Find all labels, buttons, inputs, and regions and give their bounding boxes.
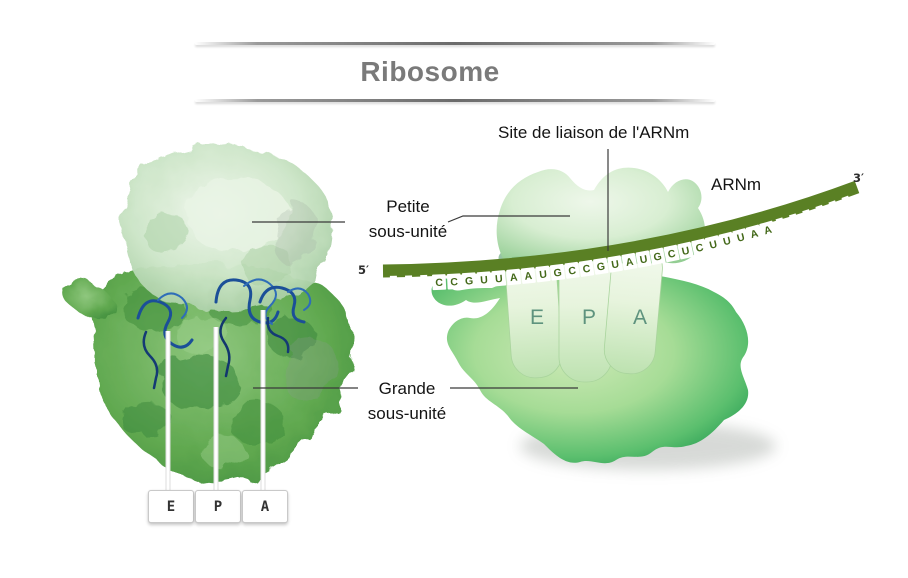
svg-text:C: C [667, 248, 677, 261]
svg-text:U: U [611, 258, 620, 271]
svg-text:A: A [625, 256, 635, 269]
svg-text:A: A [524, 270, 533, 283]
svg-text:U: U [681, 245, 691, 258]
connector-lines [252, 149, 609, 389]
cartoon-site-p-label: P [581, 306, 596, 329]
ribosome-cartoon [431, 167, 776, 470]
site-box-a: A [242, 490, 288, 523]
five-prime-label: 5′ [358, 263, 370, 277]
svg-text:C: C [695, 241, 705, 254]
site-box-p-label: P [213, 498, 223, 515]
cartoon-site-e-label: E [529, 306, 544, 329]
svg-text:U: U [722, 235, 732, 248]
large-subunit-label: Grande sous-unité [332, 376, 482, 426]
svg-text:U: U [708, 238, 718, 251]
mrna-label: ARNm [711, 175, 762, 194]
svg-text:G: G [465, 275, 474, 288]
svg-text:A: A [763, 224, 774, 238]
large-subunit-label-line1: Grande [378, 379, 436, 398]
svg-text:U: U [639, 253, 649, 266]
svg-text:A: A [749, 228, 760, 242]
small-subunit-label: Petite sous-unité [333, 194, 483, 244]
svg-text:C: C [435, 277, 444, 289]
large-subunit-label-line2: sous-unité [367, 404, 447, 423]
svg-text:U: U [736, 231, 746, 245]
three-prime-label: 3′ [853, 171, 865, 185]
site-pointer-lines [165, 310, 266, 490]
site-box-a-label: A [260, 498, 270, 515]
site-box-p: P [195, 490, 241, 523]
svg-text:G: G [596, 260, 606, 273]
svg-text:A: A [509, 271, 518, 284]
title-divider-bottom [195, 99, 715, 102]
svg-text:C: C [568, 265, 578, 278]
small-subunit-line-right [447, 215, 570, 223]
ribosome-3d-model [62, 145, 354, 490]
small-subunit-3d [122, 145, 333, 312]
cartoon-site-a-label: A [632, 306, 647, 329]
svg-text:U: U [495, 273, 504, 286]
mrna-band [382, 180, 860, 278]
site-box-e-label: E [166, 498, 176, 515]
small-subunit-label-line2: sous-unité [368, 222, 448, 241]
page-title: Ribosome [360, 56, 500, 87]
large-subunit-3d [62, 263, 354, 485]
trna-molecules [136, 278, 312, 390]
svg-text:G: G [653, 250, 663, 263]
title-divider-top [195, 42, 715, 45]
small-subunit-label-line1: Petite [386, 197, 430, 216]
svg-text:C: C [582, 263, 592, 276]
site-box-e: E [148, 490, 194, 523]
svg-text:C: C [450, 276, 459, 288]
svg-text:U: U [539, 268, 548, 281]
binding-site-label: Site de liaison de l'ARNm [498, 123, 690, 142]
svg-text:U: U [480, 274, 488, 287]
svg-text:G: G [553, 267, 563, 280]
